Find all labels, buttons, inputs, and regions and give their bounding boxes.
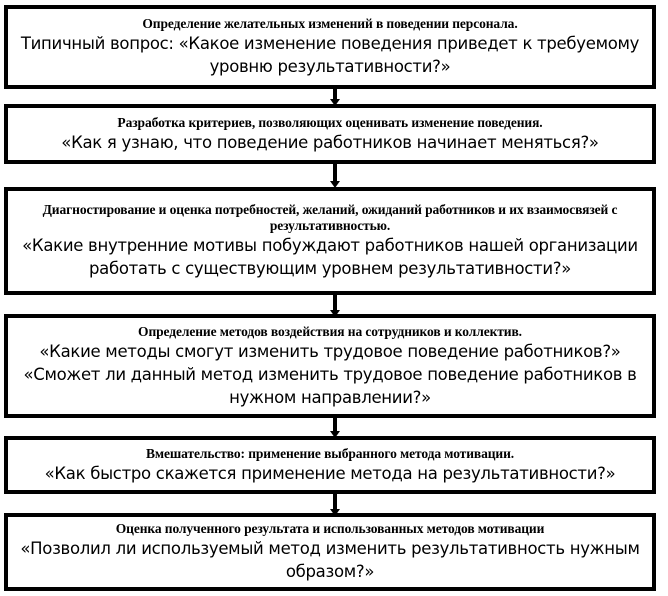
- node-6-line-2: образом?»: [285, 562, 375, 581]
- node-6-line-1: «Позволил ли используемый метод изменить…: [20, 539, 640, 558]
- flow-node-5: Вмешательство: применение выбранного мет…: [4, 436, 656, 494]
- node-4-line-3: нужном направлении?»: [229, 387, 431, 407]
- flow-node-4: Определение методов воздействия на сотру…: [4, 314, 656, 418]
- down-arrow-icon-5-6: [330, 494, 340, 516]
- node-1-title: Определение желательных изменений в пове…: [142, 16, 518, 31]
- node-4-title: Определение методов воздействия на сотру…: [138, 323, 522, 339]
- down-arrow-icon-4-5: [330, 417, 340, 438]
- node-3-line-1: «Какие внутренние мотивы побуждают работ…: [22, 236, 638, 255]
- node-4-line-2: «Сможет ли данный метод изменить трудово…: [23, 364, 637, 384]
- flow-node-6: Оценка полученного результата и использо…: [4, 513, 656, 591]
- node-5-title: Вмешательство: применение выбранного мет…: [145, 445, 515, 461]
- down-arrow-icon-2-3: [330, 164, 340, 188]
- node-5-line-1: «Как быстро скажется применение метода н…: [44, 463, 616, 483]
- down-arrow-icon-1-2: [330, 89, 340, 106]
- flow-node-1: Определение желательных изменений в пове…: [4, 5, 656, 89]
- node-3-line-2: работать с существующим уровнем результа…: [88, 259, 572, 278]
- node-2-line-1: «Как я узнаю, что поведение работников н…: [61, 132, 599, 152]
- node-1-line-1: Типичный вопрос: «Какое изменение поведе…: [20, 34, 640, 53]
- node-2-title: Разработка критериев, позволяющих оценив…: [117, 114, 543, 130]
- node-3-title: Диагностирование и оценка потребностей, …: [42, 202, 618, 233]
- node-6-title: Оценка полученного результата и использо…: [115, 521, 545, 536]
- node-1-line-2: уровню результативности?»: [209, 57, 451, 76]
- down-arrow-icon-3-4: [330, 295, 340, 317]
- flow-node-3: Диагностирование и оценка потребностей, …: [4, 187, 656, 295]
- flow-node-2: Разработка критериев, позволяющих оценив…: [4, 104, 656, 164]
- node-4-line-1: «Какие методы смогут изменить трудовое п…: [39, 341, 621, 361]
